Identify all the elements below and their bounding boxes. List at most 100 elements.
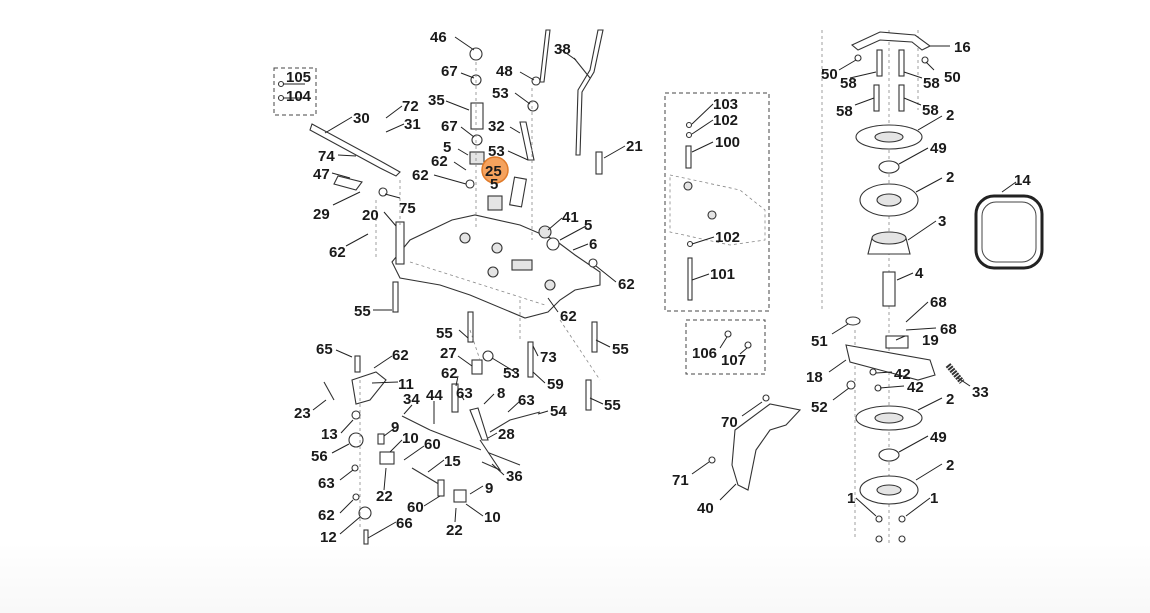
label-6[interactable]: 6 bbox=[589, 236, 597, 253]
label-15[interactable]: 15 bbox=[444, 453, 461, 470]
label-100[interactable]: 100 bbox=[715, 134, 740, 151]
label-58-c[interactable]: 58 bbox=[836, 103, 853, 120]
label-9-a[interactable]: 9 bbox=[391, 419, 399, 436]
label-34[interactable]: 34 bbox=[403, 391, 420, 408]
label-62-h[interactable]: 62 bbox=[441, 365, 458, 382]
label-53-b[interactable]: 53 bbox=[488, 143, 505, 160]
label-5-b[interactable]: 5 bbox=[490, 176, 498, 193]
label-19[interactable]: 19 bbox=[922, 332, 939, 349]
label-63-c[interactable]: 63 bbox=[518, 392, 535, 409]
label-62-b[interactable]: 62 bbox=[431, 153, 448, 170]
label-72[interactable]: 72 bbox=[402, 98, 419, 115]
label-102-b[interactable]: 102 bbox=[715, 229, 740, 246]
label-47[interactable]: 47 bbox=[313, 166, 330, 183]
label-12[interactable]: 12 bbox=[320, 529, 337, 546]
label-58-a[interactable]: 58 bbox=[840, 75, 857, 92]
label-2-b[interactable]: 2 bbox=[946, 169, 954, 186]
label-1-b[interactable]: 1 bbox=[930, 490, 938, 507]
label-65[interactable]: 65 bbox=[316, 341, 333, 358]
label-23[interactable]: 23 bbox=[294, 405, 311, 422]
label-5-a[interactable]: 5 bbox=[443, 139, 451, 156]
label-3[interactable]: 3 bbox=[938, 213, 946, 230]
label-5-c[interactable]: 5 bbox=[584, 217, 592, 234]
label-2-a[interactable]: 2 bbox=[946, 107, 954, 124]
label-18[interactable]: 18 bbox=[806, 369, 823, 386]
label-62-f[interactable]: 62 bbox=[392, 347, 409, 364]
label-42-a[interactable]: 42 bbox=[894, 366, 911, 383]
label-10-b[interactable]: 10 bbox=[484, 509, 501, 526]
label-22-a[interactable]: 22 bbox=[376, 488, 393, 505]
label-46[interactable]: 46 bbox=[430, 29, 447, 46]
label-9-b[interactable]: 9 bbox=[485, 480, 493, 497]
label-29[interactable]: 29 bbox=[313, 206, 330, 223]
label-67-a[interactable]: 67 bbox=[441, 63, 458, 80]
label-55-a[interactable]: 55 bbox=[354, 303, 371, 320]
label-53-c[interactable]: 53 bbox=[503, 365, 520, 382]
label-56[interactable]: 56 bbox=[311, 448, 328, 465]
label-2-c[interactable]: 2 bbox=[946, 391, 954, 408]
label-21[interactable]: 21 bbox=[626, 138, 643, 155]
label-2-d[interactable]: 2 bbox=[946, 457, 954, 474]
label-50-b[interactable]: 50 bbox=[944, 69, 961, 86]
label-105[interactable]: 105 bbox=[286, 69, 311, 86]
label-13[interactable]: 13 bbox=[321, 426, 338, 443]
label-104[interactable]: 104 bbox=[286, 88, 312, 105]
label-4[interactable]: 4 bbox=[915, 265, 924, 282]
label-35[interactable]: 35 bbox=[428, 92, 445, 109]
label-63-a[interactable]: 63 bbox=[318, 475, 335, 492]
label-41[interactable]: 41 bbox=[562, 209, 579, 226]
label-67-b[interactable]: 67 bbox=[441, 118, 458, 135]
highlight-marker[interactable] bbox=[481, 156, 509, 184]
label-55-d[interactable]: 55 bbox=[604, 397, 621, 414]
label-22-b[interactable]: 22 bbox=[446, 522, 463, 539]
label-55-c[interactable]: 55 bbox=[612, 341, 629, 358]
label-60-b[interactable]: 60 bbox=[407, 499, 424, 516]
label-73[interactable]: 73 bbox=[540, 349, 557, 366]
label-68-a[interactable]: 68 bbox=[930, 294, 947, 311]
label-74[interactable]: 74 bbox=[318, 148, 335, 165]
label-50-a[interactable]: 50 bbox=[821, 66, 838, 83]
label-106[interactable]: 106 bbox=[692, 345, 717, 362]
label-63-b[interactable]: 63 bbox=[456, 385, 473, 402]
label-49-a[interactable]: 49 bbox=[930, 140, 947, 157]
label-71[interactable]: 71 bbox=[672, 472, 689, 489]
label-107[interactable]: 107 bbox=[721, 352, 746, 369]
label-33[interactable]: 33 bbox=[972, 384, 989, 401]
label-16[interactable]: 16 bbox=[954, 39, 971, 56]
label-31[interactable]: 31 bbox=[404, 116, 421, 133]
label-59[interactable]: 59 bbox=[547, 376, 564, 393]
label-75[interactable]: 75 bbox=[399, 200, 416, 217]
label-36[interactable]: 36 bbox=[506, 468, 523, 485]
label-62-a[interactable]: 62 bbox=[329, 244, 346, 261]
label-70[interactable]: 70 bbox=[721, 414, 738, 431]
label-51[interactable]: 51 bbox=[811, 333, 828, 350]
label-62-d[interactable]: 62 bbox=[618, 276, 635, 293]
label-10-a[interactable]: 10 bbox=[402, 430, 419, 447]
label-58-d[interactable]: 58 bbox=[922, 102, 939, 119]
label-8[interactable]: 8 bbox=[497, 385, 505, 402]
label-68-b[interactable]: 68 bbox=[940, 321, 957, 338]
label-62-g[interactable]: 62 bbox=[318, 507, 335, 524]
label-38[interactable]: 38 bbox=[554, 41, 571, 58]
label-48[interactable]: 48 bbox=[496, 63, 513, 80]
label-53-a[interactable]: 53 bbox=[492, 85, 509, 102]
label-101[interactable]: 101 bbox=[710, 266, 735, 283]
label-30[interactable]: 30 bbox=[353, 110, 370, 127]
label-62-c[interactable]: 62 bbox=[412, 167, 429, 184]
label-40[interactable]: 40 bbox=[697, 500, 714, 517]
label-54[interactable]: 54 bbox=[550, 403, 567, 420]
label-102-a[interactable]: 102 bbox=[713, 112, 738, 129]
label-32[interactable]: 32 bbox=[488, 118, 505, 135]
label-1-a[interactable]: 1 bbox=[847, 490, 855, 507]
label-25-highlight[interactable]: 25 bbox=[485, 163, 502, 180]
label-60-a[interactable]: 60 bbox=[424, 436, 441, 453]
label-11[interactable]: 11 bbox=[398, 376, 414, 393]
label-20[interactable]: 20 bbox=[362, 207, 379, 224]
label-103[interactable]: 103 bbox=[713, 96, 738, 113]
label-52[interactable]: 52 bbox=[811, 399, 828, 416]
label-42-b[interactable]: 42 bbox=[907, 379, 924, 396]
label-44[interactable]: 44 bbox=[426, 387, 443, 404]
label-66[interactable]: 66 bbox=[396, 515, 413, 532]
label-14[interactable]: 14 bbox=[1014, 172, 1031, 189]
label-58-b[interactable]: 58 bbox=[923, 75, 940, 92]
